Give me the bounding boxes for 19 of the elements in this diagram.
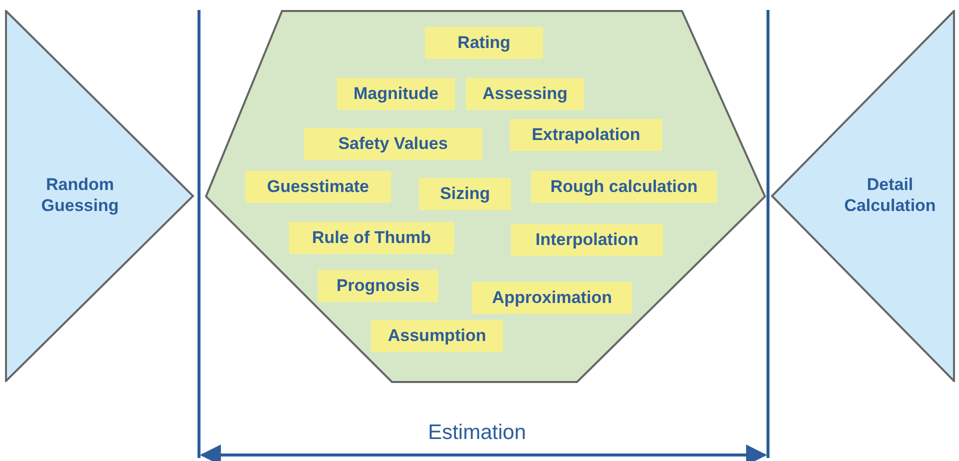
term-tag: Approximation (472, 282, 632, 314)
term-tag: Guesstimate (245, 171, 391, 203)
term-tag: Sizing (419, 178, 511, 210)
term-tag: Safety Values (304, 128, 482, 160)
term-tag: Assessing (466, 78, 584, 110)
term-tag: Rating (425, 27, 543, 59)
triangle-shape (770, 10, 955, 382)
range-label: Estimation (426, 421, 528, 445)
hexagon-shape (205, 10, 766, 383)
triangle-shape (5, 10, 195, 382)
term-tag: Extrapolation (510, 119, 662, 151)
term-tag: Magnitude (337, 78, 455, 110)
term-tag: Interpolation (511, 224, 663, 256)
term-tag: Rough calculation (531, 171, 717, 203)
term-tag: Assumption (371, 320, 503, 352)
term-tag: Prognosis (318, 270, 438, 302)
stage-label: Random Guessing (40, 174, 120, 216)
term-tag: Rule of Thumb (289, 222, 454, 254)
stage-label: Detail Calculation (843, 174, 937, 216)
